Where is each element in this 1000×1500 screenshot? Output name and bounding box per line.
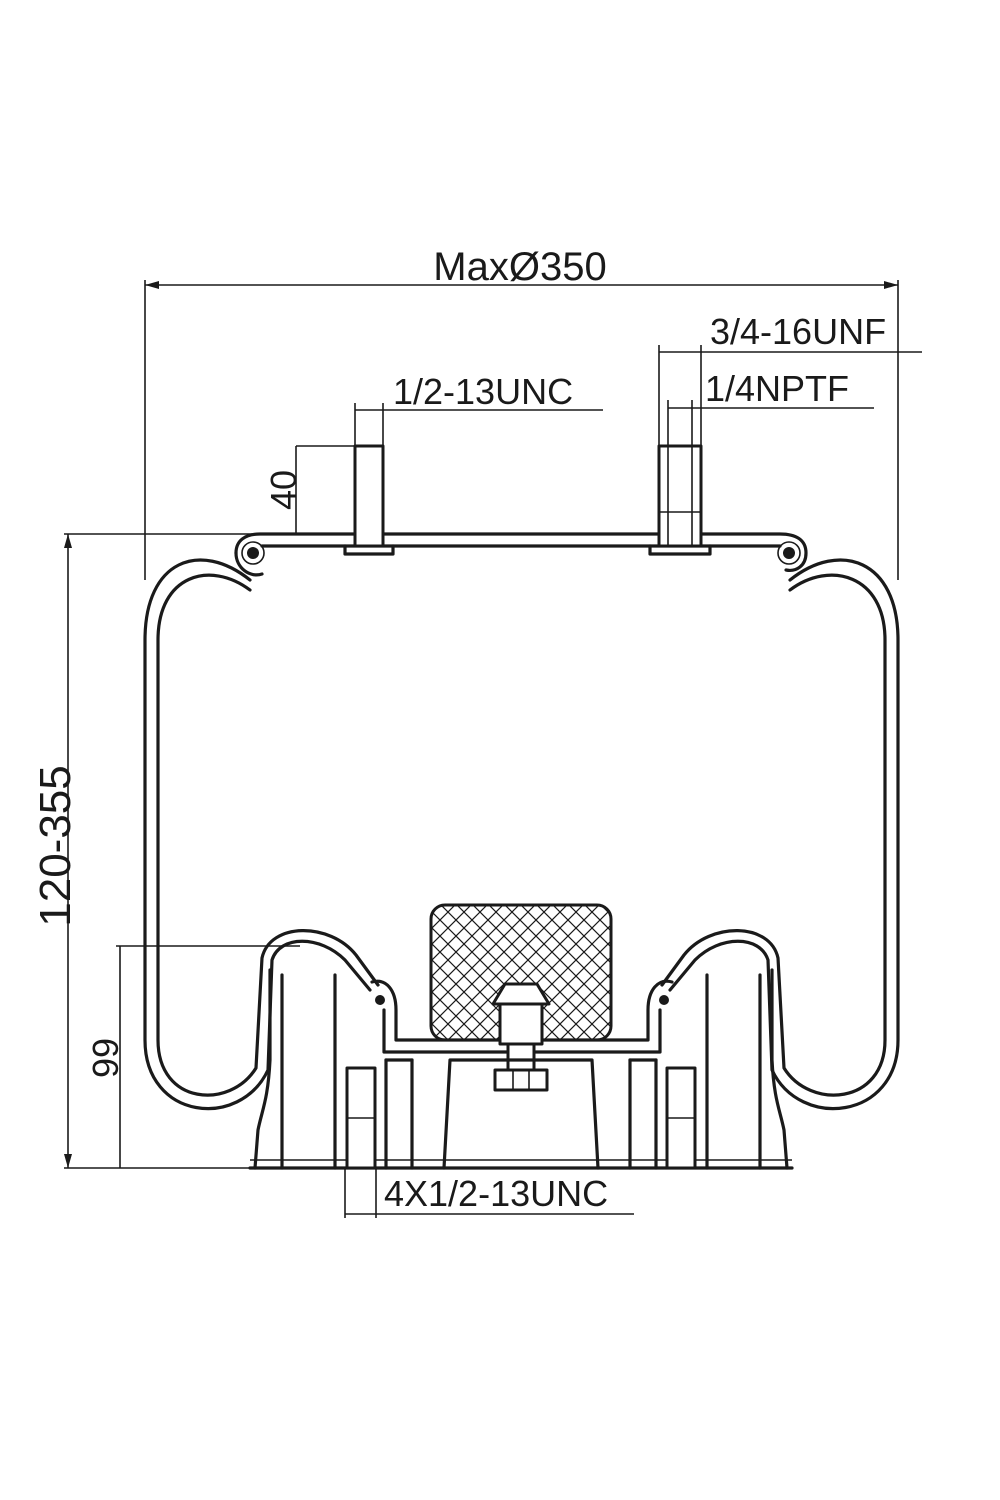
air-inlet-thread-dimension: 1/4NPTF [667, 368, 874, 450]
max-diameter-dimension: MaxØ350 [144, 245, 899, 580]
center-bolt [491, 982, 551, 1092]
height-range-dimension: 120-355 [31, 533, 255, 1169]
stud-height-label: 40 [263, 470, 304, 510]
rubber-bellows [143, 558, 900, 1111]
fitting-thread-dimension: 3/4-16UNF [658, 311, 922, 450]
height-range-label: 120-355 [31, 765, 80, 926]
piston [248, 968, 794, 1170]
top-bead-plate [234, 532, 808, 577]
bottom-studs [345, 1066, 697, 1170]
bottom-threads-label: 4X1/2-13UNC [384, 1173, 608, 1214]
stud-height-dimension: 40 [263, 445, 360, 534]
top-stud [343, 444, 395, 556]
top-stud-thread-label: 1/2-13UNC [393, 371, 573, 412]
air-fitting [648, 444, 712, 556]
fitting-thread-label: 3/4-16UNF [710, 311, 886, 352]
max-diameter-label: MaxØ350 [433, 245, 606, 289]
air-inlet-thread-label: 1/4NPTF [705, 368, 849, 409]
top-stud-thread-dimension: 1/2-13UNC [354, 371, 603, 446]
piston-height-label: 99 [85, 1038, 126, 1078]
piston-height-dimension: 99 [85, 945, 300, 1168]
bottom-threads-dimension: 4X1/2-13UNC [344, 1168, 634, 1218]
